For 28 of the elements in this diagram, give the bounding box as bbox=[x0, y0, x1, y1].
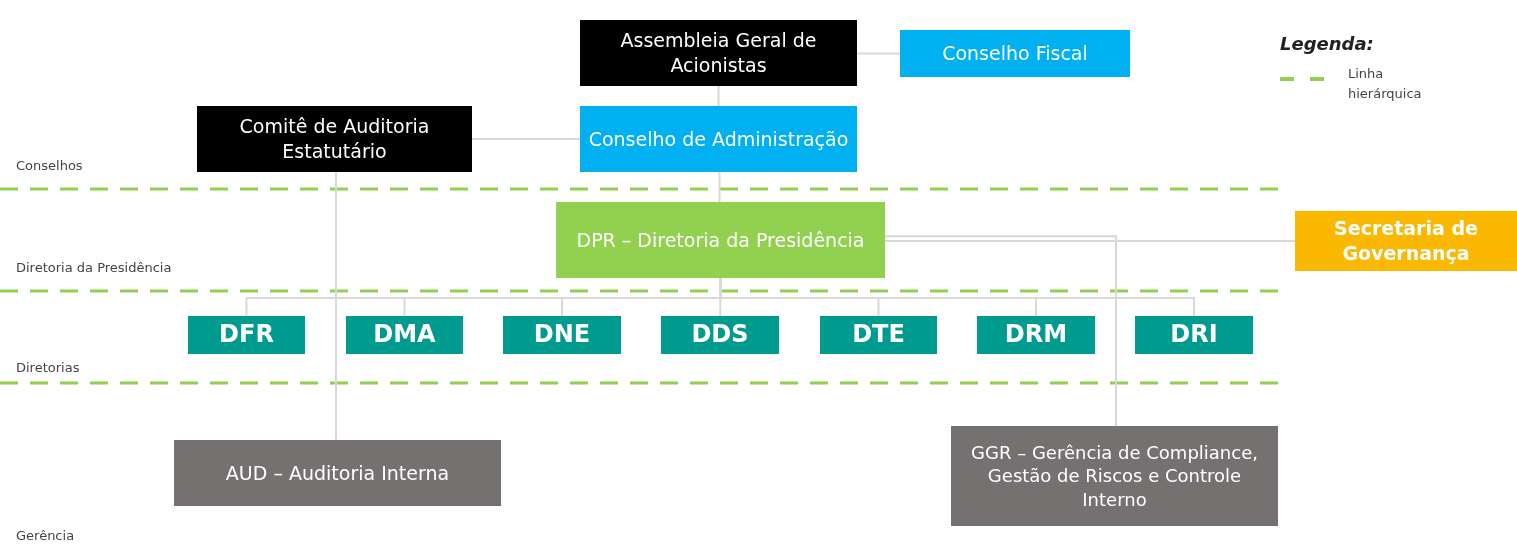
org-box: Conselho Fiscal bbox=[900, 30, 1130, 77]
connector-line bbox=[856, 52, 901, 55]
org-box: GGR – Gerência de Compliance, Gestão de Riscos e Controle Interno bbox=[951, 426, 1278, 526]
legend-text: Linha hierárquica bbox=[1348, 65, 1423, 103]
directorate-box: DRM bbox=[977, 316, 1095, 354]
org-box: Conselho de Administração bbox=[580, 106, 857, 172]
directorate-box: DNE bbox=[503, 316, 621, 354]
level-label: Gerência bbox=[16, 528, 75, 543]
connector-line bbox=[718, 171, 721, 203]
connector-line bbox=[884, 235, 1117, 427]
org-box: AUD – Auditoria Interna bbox=[174, 440, 501, 506]
directorate-box: DMA bbox=[346, 316, 463, 354]
org-box: Comitê de Auditoria Estatutário bbox=[197, 106, 472, 172]
level-label: Conselhos bbox=[16, 158, 83, 173]
directorate-box: DTE bbox=[820, 316, 937, 354]
directorate-box: DDS bbox=[661, 316, 779, 354]
connector-line bbox=[717, 85, 720, 107]
level-label: Diretorias bbox=[16, 360, 80, 375]
org-box: DPR – Diretoria da Presidência bbox=[556, 202, 885, 278]
org-box: Assembleia Geral de Acionistas bbox=[580, 20, 857, 86]
connector-line bbox=[335, 171, 337, 441]
connector-line bbox=[471, 138, 581, 140]
org-box: Secretaria de Governança bbox=[1295, 211, 1517, 271]
directorate-box: DRI bbox=[1135, 316, 1253, 354]
connector-line bbox=[884, 240, 1296, 242]
legend-title: Legenda: bbox=[1280, 33, 1374, 54]
directorate-box: DFR bbox=[188, 316, 305, 354]
level-label: Diretoria da Presidência bbox=[16, 260, 172, 275]
